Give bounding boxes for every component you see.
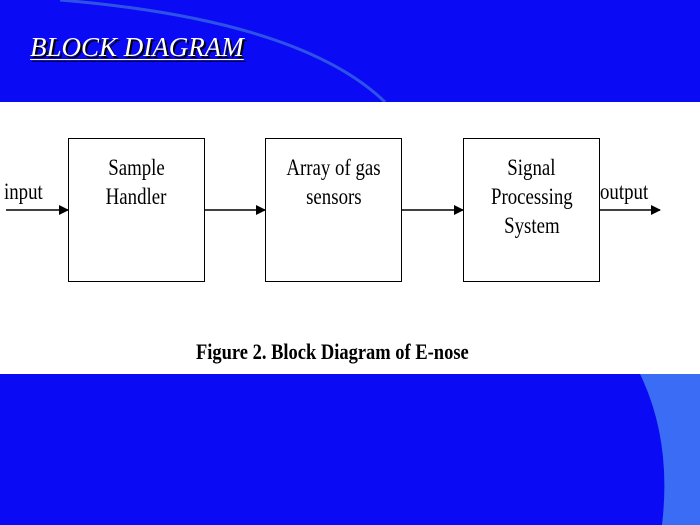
figure-caption: Figure 2. Block Diagram of E-nose bbox=[0, 338, 700, 366]
input-label: input bbox=[4, 179, 43, 204]
slide-title: BLOCK DIAGRAM bbox=[30, 32, 244, 62]
diagram-panel: input output Sample Handler Array of gas… bbox=[0, 102, 700, 374]
block-text-line: Processing bbox=[490, 184, 573, 209]
background-side-swoosh bbox=[640, 374, 700, 525]
background-top-arc bbox=[59, 0, 387, 104]
block-signal-processing: Signal Processing System bbox=[463, 138, 600, 282]
block-text-line: Sample bbox=[108, 155, 165, 180]
block-gas-sensor-array: Array of gas sensors bbox=[265, 138, 402, 282]
figure-caption-text: Figure 2. Block Diagram of E-nose bbox=[195, 339, 469, 364]
block-text-line: Array of gas bbox=[286, 155, 381, 180]
block-text-line: Signal bbox=[507, 155, 556, 180]
block-text-line: sensors bbox=[305, 184, 362, 209]
block-text-line: System bbox=[503, 213, 560, 238]
output-label: output bbox=[600, 179, 649, 204]
block-text-line: Handler bbox=[106, 184, 167, 209]
diagram-connectors bbox=[6, 205, 661, 215]
block-sample-handler: Sample Handler bbox=[68, 138, 205, 282]
